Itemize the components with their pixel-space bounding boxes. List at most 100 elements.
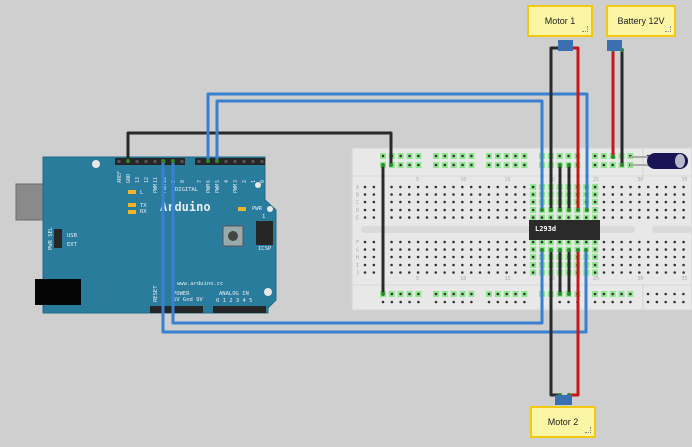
rail-hole[interactable] [602,300,606,304]
breadboard-hole[interactable] [531,193,535,196]
breadboard-hole[interactable] [416,216,420,219]
breadboard-hole[interactable] [461,208,464,212]
breadboard-hole[interactable] [629,271,632,274]
breadboard-hole[interactable] [531,255,535,259]
rail-hole[interactable] [434,292,438,296]
breadboard-hole[interactable] [390,208,393,212]
breadboard-hole[interactable] [673,240,677,244]
motor2-note[interactable]: Motor 2 [530,406,596,438]
breadboard-hole[interactable] [549,240,553,244]
breadboard-hole[interactable] [452,193,455,196]
breadboard-hole[interactable] [487,216,491,219]
rail-hole[interactable] [682,292,685,296]
breadboard-hole[interactable] [664,208,668,212]
breadboard-hole[interactable] [629,193,632,196]
breadboard-hole[interactable] [558,216,561,219]
breadboard-hole[interactable] [638,271,641,274]
breadboard-hole[interactable] [682,185,685,189]
breadboard-hole[interactable] [646,216,650,219]
rail-hole[interactable] [558,300,561,304]
breadboard-hole[interactable] [434,240,438,244]
breadboard-hole[interactable] [540,240,544,244]
rail-hole[interactable] [558,154,561,158]
wire-end[interactable] [161,159,165,163]
breadboard-hole[interactable] [593,185,597,189]
breadboard-hole[interactable] [443,271,446,274]
breadboard-hole[interactable] [531,248,535,251]
breadboard-hole[interactable] [505,193,508,196]
breadboard-hole[interactable] [469,216,473,219]
breadboard-hole[interactable] [363,185,367,189]
breadboard-hole[interactable] [655,255,659,259]
rail-hole[interactable] [567,300,570,304]
breadboard-hole[interactable] [425,263,429,267]
rail-hole[interactable] [611,163,614,167]
breadboard-hole[interactable] [638,240,641,244]
rail-hole[interactable] [496,163,500,167]
breadboard-hole[interactable] [496,216,500,219]
breadboard-hole[interactable] [611,271,615,274]
breadboard-hole[interactable] [514,216,517,219]
breadboard-hole[interactable] [655,271,659,274]
breadboard-hole[interactable] [531,263,535,267]
header-pin[interactable] [144,160,148,163]
breadboard-hole[interactable] [576,216,579,219]
breadboard-hole[interactable] [664,255,668,259]
breadboard-hole[interactable] [434,208,438,212]
breadboard-hole[interactable] [638,263,641,267]
breadboard-hole[interactable] [478,248,482,251]
rail-hole[interactable] [461,292,464,296]
rail-hole[interactable] [487,300,491,304]
breadboard-hole[interactable] [655,193,659,196]
breadboard-hole[interactable] [584,240,588,244]
breadboard-hole[interactable] [443,263,446,267]
breadboard-hole[interactable] [514,240,517,244]
breadboard-hole[interactable] [390,248,393,251]
rail-hole[interactable] [470,300,473,304]
breadboard-hole[interactable] [372,263,376,267]
header-pin[interactable] [117,160,121,163]
breadboard-hole[interactable] [399,185,402,189]
wire-end[interactable] [549,248,553,252]
breadboard-hole[interactable] [469,240,473,244]
wire-end[interactable] [389,163,393,167]
header-pin[interactable] [233,160,237,163]
breadboard-hole[interactable] [372,216,376,219]
breadboard-hole[interactable] [602,248,606,251]
breadboard-hole[interactable] [469,248,473,251]
breadboard-hole[interactable] [434,193,438,196]
breadboard-hole[interactable] [620,255,623,259]
rail-hole[interactable] [602,163,606,167]
wire-end[interactable] [585,208,589,212]
breadboard-hole[interactable] [593,271,597,274]
breadboard-hole[interactable] [611,216,615,219]
breadboard-hole[interactable] [425,185,429,189]
breadboard-hole[interactable] [416,255,420,259]
rail-hole[interactable] [655,292,659,296]
motor1-note[interactable]: Motor 1 [527,5,593,37]
breadboard-hole[interactable] [611,200,615,204]
breadboard-hole[interactable] [523,271,526,274]
breadboard-hole[interactable] [372,255,376,259]
breadboard-hole[interactable] [390,263,393,267]
wire-end[interactable] [620,163,624,167]
rail-hole[interactable] [461,163,464,167]
breadboard-hole[interactable] [505,216,508,219]
breadboard-hole[interactable] [478,255,482,259]
breadboard-hole[interactable] [425,240,429,244]
breadboard-hole[interactable] [363,200,367,204]
breadboard-hole[interactable] [461,216,464,219]
breadboard-hole[interactable] [399,240,402,244]
breadboard-hole[interactable] [655,216,659,219]
breadboard-hole[interactable] [523,216,526,219]
breadboard-hole[interactable] [434,200,438,204]
breadboard-hole[interactable] [434,248,438,251]
breadboard-hole[interactable] [496,185,500,189]
rail-hole[interactable] [487,154,491,158]
wire-end[interactable] [584,248,588,252]
wire-motor1-black[interactable] [549,46,560,210]
breadboard-hole[interactable] [523,200,526,204]
rail-hole[interactable] [629,300,632,304]
breadboard-hole[interactable] [390,271,393,274]
breadboard-hole[interactable] [514,255,517,259]
